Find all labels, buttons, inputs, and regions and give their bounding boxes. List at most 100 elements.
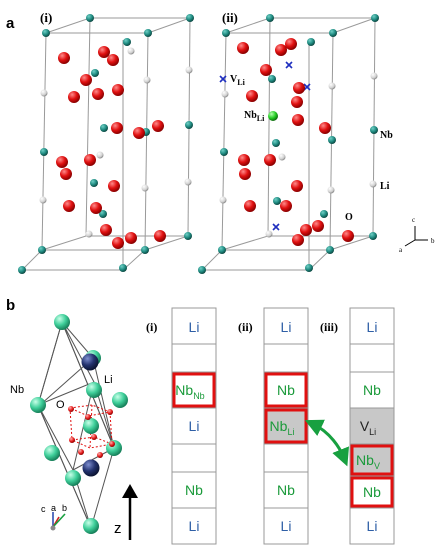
highlight-box: [264, 372, 308, 408]
li-atom: [328, 82, 336, 90]
nb-atom-large: [86, 382, 102, 398]
o-atom: [63, 200, 75, 212]
nb-atom: [91, 69, 99, 77]
stack-cell: [349, 443, 395, 477]
nb-atom: [100, 124, 108, 132]
nb-atom: [99, 210, 107, 218]
li-atom-large: [81, 353, 99, 371]
li-atom: [265, 230, 273, 238]
o-atom: [275, 44, 287, 56]
o-atom: [60, 168, 72, 180]
o-label: O: [345, 212, 353, 223]
nb-atom: [141, 246, 149, 254]
stack-cell-label: Nb: [277, 382, 295, 398]
o-atom: [92, 88, 104, 100]
o-atom: [112, 237, 124, 249]
nb-atom: [268, 75, 276, 83]
li-atom: [278, 153, 286, 161]
vacancy-marker: [285, 61, 293, 69]
axis-b-label: b: [431, 237, 435, 245]
z-axis-label: z: [114, 520, 122, 537]
vacancy-marker: [303, 83, 311, 91]
li-atom: [96, 151, 104, 159]
rhombohedral-cell: [37, 320, 115, 530]
stack-cell-label: Nb: [363, 484, 381, 500]
nb-atom: [326, 246, 334, 254]
nb-atom: [186, 14, 194, 22]
stack-cell-label: NbNb: [175, 382, 204, 401]
stack-cell-label: VLi: [360, 418, 376, 437]
li-atom: [327, 186, 335, 194]
vli-label: VLi: [230, 74, 246, 87]
o-atom: [244, 200, 256, 212]
nb-atom: [86, 14, 94, 22]
o-atom: [292, 114, 304, 126]
column-title-ii: (ii): [238, 320, 253, 334]
stack-cell-label: NbV: [356, 452, 380, 471]
o-atom: [285, 38, 297, 50]
struct-o-label: O: [56, 399, 65, 411]
stack-cell-label: Nb: [185, 482, 203, 498]
stack-cell: [349, 343, 395, 373]
highlight-box: [350, 444, 394, 476]
o-atom: [58, 52, 70, 64]
o-atom-small: [69, 437, 75, 443]
nb-atom: [328, 136, 336, 144]
nb-atom: [18, 266, 26, 274]
nb-atom: [90, 179, 98, 187]
o-atom: [239, 168, 251, 180]
o-atom: [152, 120, 164, 132]
o-atom-small: [91, 434, 97, 440]
li-atom: [219, 196, 227, 204]
panel-a-ii-label: (ii): [222, 10, 238, 25]
stack-column-iii: Li Nb VLi NbV Nb Li: [349, 307, 395, 545]
li-atom: [184, 178, 192, 186]
o-atom: [319, 122, 331, 134]
nb-atom: [371, 14, 379, 22]
nb-atom: [198, 266, 206, 274]
o-atom: [312, 220, 324, 232]
o-atom-small: [85, 414, 91, 420]
nb-atom-large: [44, 445, 60, 461]
column-title-iii: (iii): [320, 320, 338, 334]
nb-label: Nb: [380, 130, 393, 141]
stack-cell: [263, 343, 309, 373]
stack-cell: [263, 407, 309, 445]
z-axis-arrow-head: [122, 484, 138, 498]
nb-atom: [38, 246, 46, 254]
stack-cell-label: Nb: [277, 482, 295, 498]
o-atom: [260, 64, 272, 76]
nbli-label: NbLi: [244, 110, 265, 123]
li-atom: [85, 230, 93, 238]
nb-atom-large: [83, 418, 99, 434]
o-atom-small: [109, 441, 115, 447]
highlight-box: [172, 372, 216, 408]
nb-atom: [266, 14, 274, 22]
o-atom: [100, 224, 112, 236]
o-atom: [342, 230, 354, 242]
stack-cell: [263, 443, 309, 473]
stack-cell: [349, 507, 395, 545]
nb-atom: [305, 264, 313, 272]
o-atom: [300, 224, 312, 236]
nb-atom: [307, 38, 315, 46]
stack-cell: [263, 507, 309, 545]
stack-cell-label: Li: [189, 518, 200, 534]
li-label: Li: [380, 181, 390, 192]
li-atom: [39, 196, 47, 204]
nb-atom-large: [30, 397, 46, 413]
li-atom: [143, 76, 151, 84]
axis-origin: [50, 525, 56, 531]
structure-atoms: [30, 314, 128, 534]
o-atom: [112, 84, 124, 96]
nb-atom: [273, 197, 281, 205]
stack-column-i: Li NbNb Li Nb Li: [171, 307, 217, 545]
o-atom: [56, 156, 68, 168]
nb-atom: [370, 126, 378, 134]
o-atom: [111, 122, 123, 134]
nb-atom: [185, 121, 193, 129]
unit-cell-i-atoms: [18, 14, 194, 274]
panel-b-label: b: [6, 297, 15, 314]
axis-a-label: a: [399, 246, 403, 254]
nb-atom: [40, 148, 48, 156]
